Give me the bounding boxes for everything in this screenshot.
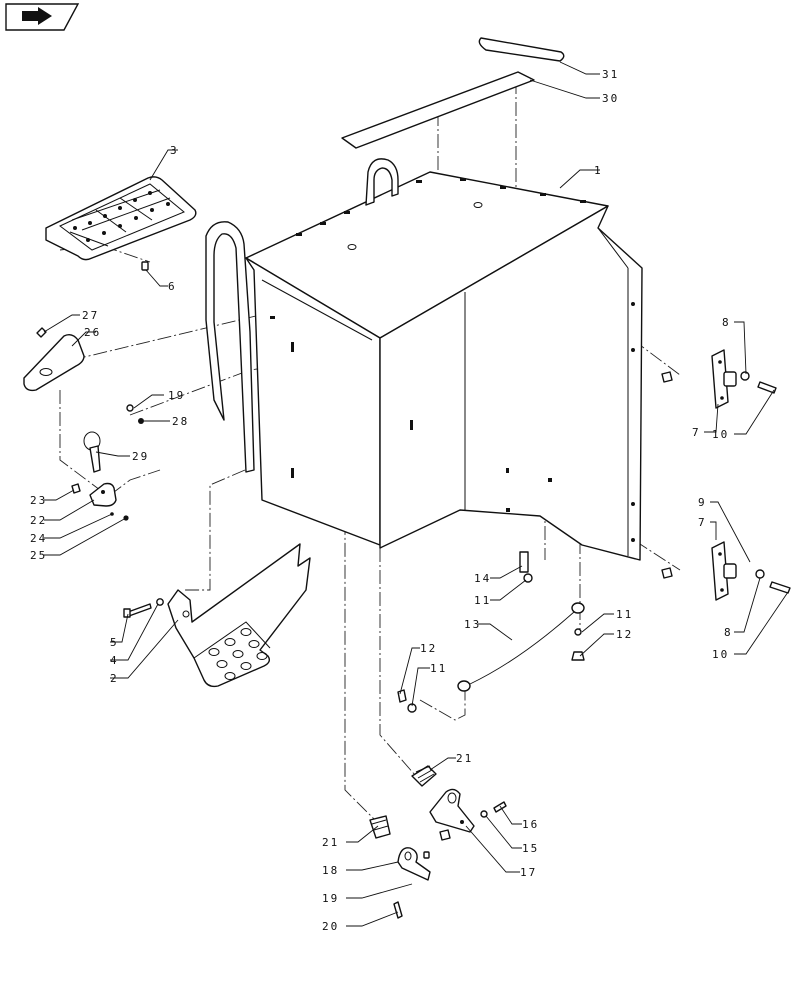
callout-5: 5 [110, 636, 119, 649]
part-31-pad [478, 37, 565, 62]
callout-21-upper: 21 [456, 752, 473, 765]
callout-11-a: 11 [474, 594, 491, 607]
callout-19-lower: 19 [322, 892, 339, 905]
callout-10-lower: 10 [712, 648, 729, 661]
forward-arrow-icon [22, 7, 52, 25]
part-20-screw [393, 901, 403, 919]
callout-18: 18 [322, 864, 339, 877]
callout-21-lower: 21 [322, 836, 339, 849]
part-2-step-bracket [167, 543, 311, 688]
callout-11-b: 11 [616, 608, 633, 621]
part-21-terminal-boot-lower [369, 815, 391, 839]
callout-16: 16 [522, 818, 539, 831]
callout-27: 27 [82, 309, 99, 322]
rear-handle [365, 158, 399, 206]
callout-11-c: 11 [430, 662, 447, 675]
callout-1: 1 [594, 164, 603, 177]
part-7-latch-upper [661, 349, 777, 409]
callout-13: 13 [464, 618, 481, 631]
part-26-bracket [23, 333, 85, 392]
callout-24: 24 [30, 532, 47, 545]
part-17-battery-clamp [429, 788, 507, 841]
callout-labels: 31 30 1 3 6 27 26 19 28 29 23 22 24 25 5… [30, 68, 733, 933]
part-4-washer [156, 598, 164, 606]
callout-31: 31 [602, 68, 619, 81]
callout-7-lower: 7 [698, 516, 707, 529]
part-13-ground-cable [397, 602, 585, 713]
callout-4: 4 [110, 654, 119, 667]
part-21-terminal-boot-upper [411, 765, 437, 787]
part-1-battery-box [245, 171, 643, 561]
callout-15: 15 [522, 842, 539, 855]
part-28-nut [138, 418, 144, 424]
part-22-plate [71, 482, 129, 521]
callout-30: 30 [602, 92, 619, 105]
callout-10-upper: 10 [712, 428, 729, 441]
callout-leaders [43, 61, 789, 927]
part-18-battery-clamp [393, 847, 431, 919]
part-27-screw [36, 327, 47, 338]
callout-17: 17 [520, 866, 537, 879]
callout-14: 14 [474, 572, 491, 585]
callout-28: 28 [172, 415, 189, 428]
callout-26: 26 [84, 326, 101, 339]
callout-8-upper: 8 [722, 316, 731, 329]
part-6-bolt [141, 261, 149, 271]
callout-20: 20 [322, 920, 339, 933]
part-16-bolt [493, 801, 507, 813]
forward-arrow-button[interactable] [5, 3, 80, 31]
callout-3: 3 [170, 144, 179, 157]
callout-2: 2 [110, 672, 119, 685]
part-7-latch-lower [661, 541, 791, 601]
callout-25: 25 [30, 549, 47, 562]
callout-9: 9 [698, 496, 707, 509]
callout-12-left: 12 [420, 642, 437, 655]
side-handle [205, 221, 255, 473]
part-30-strip [341, 71, 535, 149]
callout-12-right: 12 [616, 628, 633, 641]
callout-8-lower: 8 [724, 626, 733, 639]
part-14-bolt [519, 551, 529, 573]
callout-19: 19 [168, 389, 185, 402]
callout-29: 29 [132, 450, 149, 463]
callout-6: 6 [168, 280, 177, 293]
part-3-step-tread [45, 176, 197, 261]
part-15-washer [480, 810, 488, 818]
part-19-washer [126, 404, 134, 412]
callout-22: 22 [30, 514, 47, 527]
callout-23: 23 [30, 494, 47, 507]
callout-7-upper: 7 [692, 426, 701, 439]
